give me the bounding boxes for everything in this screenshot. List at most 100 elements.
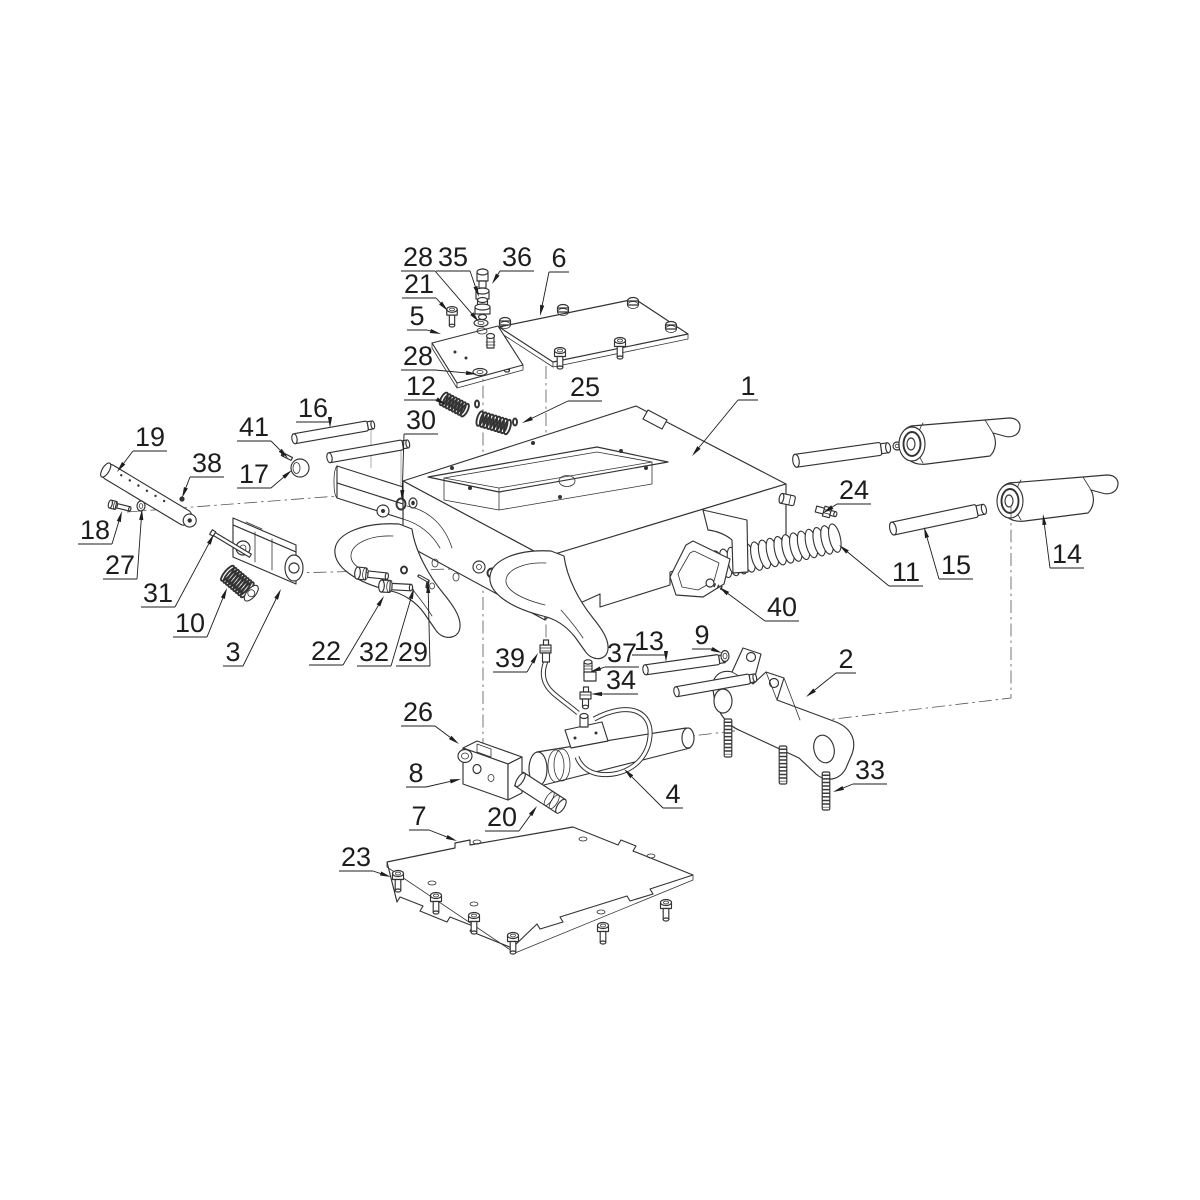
callout-6: 6	[540, 243, 569, 316]
callout-4: 4	[624, 769, 683, 809]
part-29-cotter-pin	[401, 567, 435, 590]
svg-text:9: 9	[694, 620, 709, 650]
svg-text:22: 22	[311, 636, 341, 666]
callout-26: 26	[401, 697, 459, 744]
part-9-washer	[721, 651, 729, 662]
callout-layer: 1234567891011121314151617181920212223242…	[78, 242, 1084, 877]
svg-text:29: 29	[398, 637, 428, 667]
svg-text:36: 36	[502, 242, 532, 272]
callout-20: 20	[485, 802, 537, 832]
part-8-bracket	[463, 741, 522, 800]
svg-text:28: 28	[403, 242, 433, 272]
svg-text:40: 40	[767, 592, 797, 622]
svg-text:13: 13	[634, 626, 664, 656]
callout-10: 10	[173, 588, 227, 638]
cover-plate-screw-heads	[500, 298, 677, 333]
part-35-valve-body	[475, 288, 490, 320]
callout-31: 31	[141, 534, 214, 608]
part-4-hydraulic-cylinder	[529, 714, 694, 787]
svg-text:27: 27	[105, 550, 135, 580]
callout-28-28: 28	[401, 341, 477, 376]
svg-text:15: 15	[941, 550, 971, 580]
callout-18: 18	[78, 511, 122, 545]
callout-8: 8	[406, 758, 461, 788]
callout-13: 13	[632, 626, 669, 662]
part-31-pin	[210, 530, 252, 558]
part-34-fitting	[580, 687, 591, 709]
callout-7: 7	[409, 801, 457, 841]
bottom-plate-holes	[428, 837, 655, 914]
callout-27: 27	[103, 509, 144, 580]
part-26-ring	[458, 750, 472, 763]
svg-text:7: 7	[411, 801, 426, 831]
part-17-cap	[291, 459, 309, 477]
part-25-spring	[475, 411, 512, 435]
part-19-release-handle	[99, 461, 200, 530]
callout-21: 21	[402, 269, 448, 311]
svg-text:39: 39	[495, 643, 525, 673]
callout-19: 19	[117, 422, 167, 472]
svg-text:8: 8	[408, 758, 423, 788]
callout-33: 33	[833, 755, 887, 792]
callout-40: 40	[719, 587, 799, 622]
main-body-left-arm	[334, 466, 403, 519]
svg-text:35: 35	[438, 242, 468, 272]
svg-text:16: 16	[298, 393, 328, 423]
callout-25: 25	[522, 372, 602, 423]
svg-text:18: 18	[80, 515, 110, 545]
cylinder-hoses	[543, 661, 650, 775]
right-guide-flange	[670, 541, 730, 597]
svg-text:23: 23	[341, 842, 371, 872]
callout-16: 16	[296, 393, 333, 428]
part-40-set-screw	[706, 579, 724, 589]
small-plug	[778, 493, 795, 506]
front-face-details	[432, 559, 497, 581]
svg-text:38: 38	[192, 448, 222, 478]
callout-23: 23	[339, 842, 391, 877]
callout-24: 24	[823, 475, 871, 513]
svg-text:21: 21	[404, 269, 434, 299]
part-27-ring	[137, 501, 145, 511]
svg-text:14: 14	[1052, 539, 1082, 569]
callout-37: 37	[590, 638, 639, 672]
svg-text:20: 20	[487, 802, 517, 832]
callout-36: 36	[492, 242, 534, 284]
callout-1: 1	[692, 371, 758, 456]
part-39-hose-fitting	[540, 640, 551, 662]
svg-text:37: 37	[607, 638, 637, 668]
callout-41: 41	[237, 412, 288, 458]
callout-38: 38	[182, 448, 224, 498]
svg-text:32: 32	[359, 637, 389, 667]
part-5-plate	[432, 326, 523, 388]
svg-text:33: 33	[855, 755, 885, 785]
callout-11: 11	[839, 545, 923, 587]
svg-text:30: 30	[406, 405, 436, 435]
callout-30: 30	[400, 405, 438, 501]
svg-text:26: 26	[403, 697, 433, 727]
part-36-valve-fitting	[477, 269, 488, 288]
part-28-ring-lower	[473, 369, 487, 376]
callout-9: 9	[692, 620, 722, 653]
part-10-spring	[219, 564, 261, 603]
part-12-spring	[438, 391, 471, 417]
svg-text:4: 4	[665, 779, 680, 809]
svg-text:24: 24	[839, 475, 869, 505]
part-20-piston	[513, 771, 568, 814]
part-24-fitting	[815, 504, 838, 519]
callout-14: 14	[1042, 514, 1084, 569]
spring-anchor-bracket	[703, 510, 748, 573]
callout-3: 3	[223, 589, 281, 667]
callout-39: 39	[493, 643, 538, 673]
part-37-elbow-fitting	[584, 660, 596, 681]
svg-text:5: 5	[409, 301, 424, 331]
svg-text:17: 17	[239, 459, 269, 489]
svg-text:31: 31	[143, 578, 173, 608]
part-12-ring	[475, 401, 479, 408]
svg-text:12: 12	[406, 371, 436, 401]
svg-text:1: 1	[740, 371, 755, 401]
part-1-right-horn	[490, 551, 608, 659]
svg-text:2: 2	[838, 644, 853, 674]
svg-text:6: 6	[551, 243, 566, 273]
